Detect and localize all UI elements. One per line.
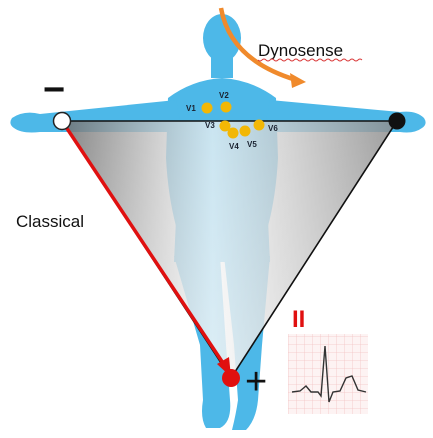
- right-arm-electrode: [54, 113, 71, 130]
- curved-arrow-head: [290, 73, 306, 88]
- ecg-grid: [288, 334, 368, 414]
- electrode-v5: [240, 126, 251, 137]
- left-arm-electrode: [389, 113, 406, 130]
- dynosense-label: Dynosense: [258, 41, 343, 60]
- ecg-strip: [288, 334, 368, 414]
- minus-sign: −: [43, 69, 65, 111]
- electrode-v2: [221, 102, 232, 113]
- neck: [211, 56, 233, 78]
- label-v1: V1: [186, 104, 196, 113]
- lead-ii-label: II: [292, 306, 305, 333]
- electrode-v6: [254, 120, 265, 131]
- plus-sign: +: [245, 361, 267, 403]
- label-v6: V6: [268, 124, 278, 133]
- label-v5: V5: [247, 140, 257, 149]
- label-v4: V4: [229, 142, 239, 151]
- left-hand: [10, 113, 40, 133]
- electrode-v4: [228, 128, 239, 139]
- left-leg-electrode: [222, 369, 240, 387]
- label-v2: V2: [219, 91, 229, 100]
- label-v3: V3: [205, 121, 215, 130]
- electrode-v1: [202, 103, 213, 114]
- classical-label: Classical: [16, 212, 84, 231]
